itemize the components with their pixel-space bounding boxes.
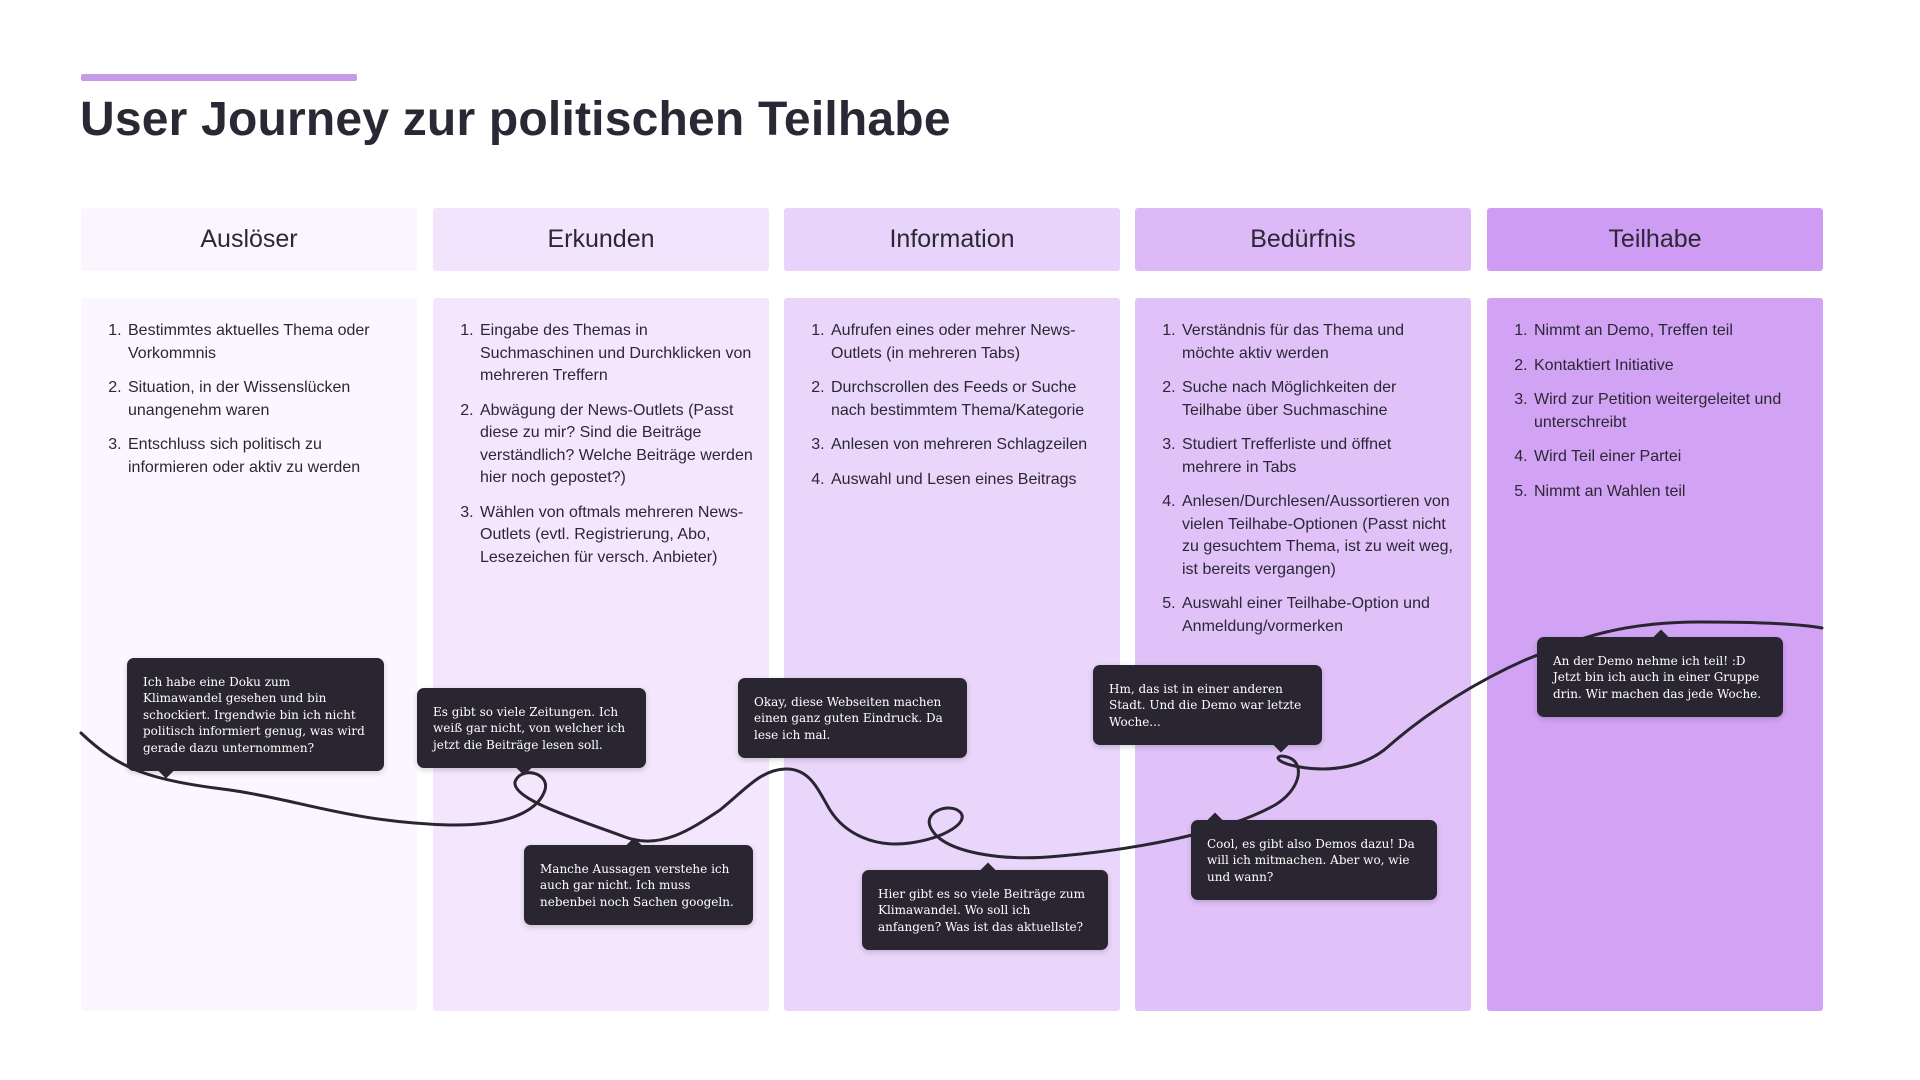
thought-bubble: Okay, diese Webseiten machen einen ganz …: [738, 678, 967, 758]
stage-column-ausloeser: Bestimmtes aktuelles Thema oder Vorkommn…: [81, 298, 417, 1011]
step-list: Verständnis für das Thema und möchte akt…: [1155, 320, 1455, 638]
step-list: Aufrufen eines oder mehrer News-Outlets …: [804, 320, 1104, 491]
step-item: Suche nach Möglichkeiten der Teilhabe üb…: [1180, 377, 1455, 422]
stage-header-erkunden: Erkunden: [433, 208, 769, 271]
thought-bubble: Hm, das ist in einer anderen Stadt. Und …: [1093, 665, 1322, 745]
page-title: User Journey zur politischen Teilhabe: [80, 93, 951, 146]
thought-bubble: Es gibt so viele Zeitungen. Ich weiß gar…: [417, 688, 646, 768]
step-item: Anlesen von mehreren Schlagzeilen: [829, 434, 1104, 457]
step-item: Bestimmtes aktuelles Thema oder Vorkommn…: [126, 320, 401, 365]
step-item: Auswahl und Lesen eines Beitrags: [829, 469, 1104, 492]
thought-bubble: Cool, es gibt also Demos dazu! Da will i…: [1191, 820, 1437, 900]
step-item: Anlesen/Durchlesen/Aussortieren von viel…: [1180, 491, 1455, 581]
step-item: Studiert Trefferliste und öffnet mehrere…: [1180, 434, 1455, 479]
step-item: Situation, in der Wissenslücken unangene…: [126, 377, 401, 422]
thought-bubble: Manche Aussagen verstehe ich auch gar ni…: [524, 845, 753, 925]
stage-header-ausloeser: Auslöser: [81, 208, 417, 271]
step-item: Auswahl einer Teilhabe-Option und Anmeld…: [1180, 593, 1455, 638]
emotion-curve: [79, 620, 1824, 860]
thought-bubble: An der Demo nehme ich teil! :D Jetzt bin…: [1537, 637, 1783, 717]
stage-header-teilhabe: Teilhabe: [1487, 208, 1823, 271]
step-list: Eingabe des Themas in Suchmaschinen und …: [453, 320, 753, 569]
stage-header-information: Information: [784, 208, 1120, 271]
step-item: Wird zur Petition weitergeleitet und unt…: [1532, 389, 1807, 434]
step-item: Eingabe des Themas in Suchmaschinen und …: [478, 320, 753, 388]
step-item: Entschluss sich politisch zu informieren…: [126, 434, 401, 479]
thought-bubble: Hier gibt es so viele Beiträge zum Klima…: [862, 870, 1108, 950]
step-item: Verständnis für das Thema und möchte akt…: [1180, 320, 1455, 365]
step-item: Abwägung der News-Outlets (Passt diese z…: [478, 400, 753, 490]
thought-bubble: Ich habe eine Doku zum Klimawandel geseh…: [127, 658, 384, 771]
step-item: Durchscrollen des Feeds or Suche nach be…: [829, 377, 1104, 422]
step-item: Nimmt an Demo, Treffen teil: [1532, 320, 1807, 343]
step-item: Kontaktiert Initiative: [1532, 355, 1807, 378]
step-item: Wählen von oftmals mehreren News-Outlets…: [478, 502, 753, 570]
stage-header-beduerfnis: Bedürfnis: [1135, 208, 1471, 271]
step-list: Nimmt an Demo, Treffen teil Kontaktiert …: [1507, 320, 1807, 503]
step-item: Aufrufen eines oder mehrer News-Outlets …: [829, 320, 1104, 365]
step-list: Bestimmtes aktuelles Thema oder Vorkommn…: [101, 320, 401, 479]
step-item: Nimmt an Wahlen teil: [1532, 481, 1807, 504]
step-item: Wird Teil einer Partei: [1532, 446, 1807, 469]
title-accent-bar: [81, 74, 357, 81]
